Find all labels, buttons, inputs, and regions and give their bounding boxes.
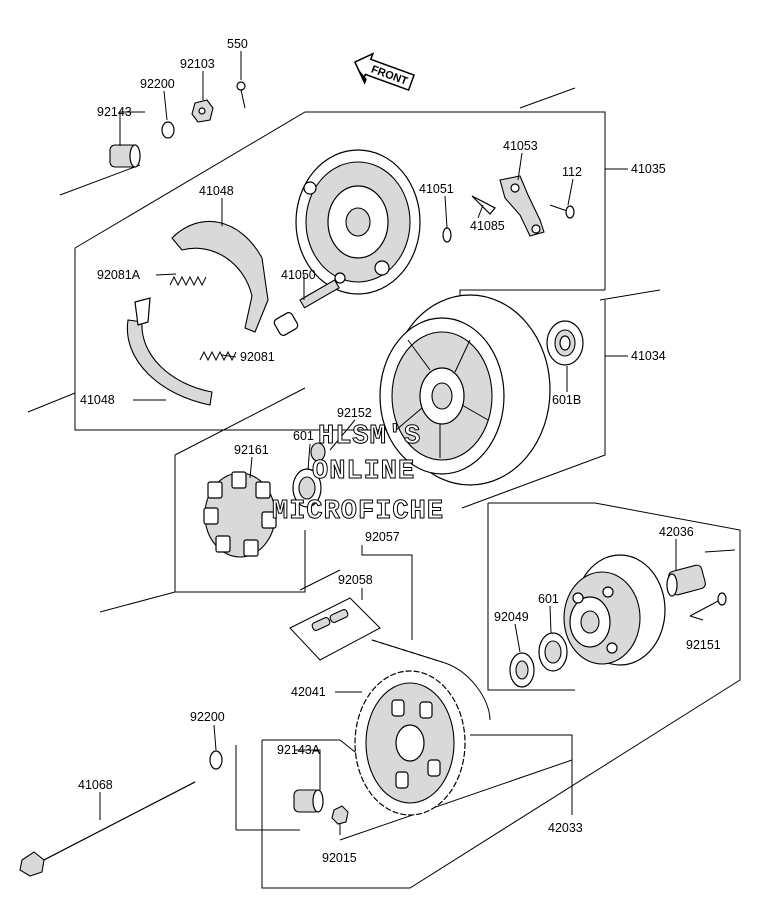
label-92015: 92015 <box>322 851 357 865</box>
chain-part <box>371 639 491 721</box>
indicator-part <box>471 195 496 215</box>
watermark: HLSM'S ONLINE MICROFICHE <box>272 422 444 528</box>
label-41053: 41053 <box>503 139 538 153</box>
washer-part <box>161 121 175 139</box>
label-92152: 92152 <box>337 406 372 420</box>
spring-92081a-part <box>169 275 207 287</box>
label-92161: 92161 <box>234 443 269 457</box>
bolt-92151-part <box>689 592 727 617</box>
cotter-pin-part <box>236 81 246 109</box>
axle-part <box>19 781 196 877</box>
label-92057: 92057 <box>365 530 400 544</box>
group-outlines <box>27 87 741 889</box>
bearing-601-part <box>292 468 322 508</box>
label-92081: 92081 <box>240 350 275 364</box>
collar-92143a-part <box>293 789 324 813</box>
bolt-112-part <box>549 204 575 219</box>
label-41035: 41035 <box>631 162 666 176</box>
watermark-line-1: HLSM'S <box>318 422 421 452</box>
castle-nut-part <box>191 99 214 123</box>
hub-part <box>563 554 666 666</box>
brake-cam-part <box>273 279 340 336</box>
label-41068: 41068 <box>78 778 113 792</box>
watermark-line-3: MICROFICHE <box>272 497 444 527</box>
label-92200-lower: 92200 <box>190 710 225 724</box>
label-41050: 41050 <box>281 268 316 282</box>
brake-panel-part <box>295 149 421 295</box>
seal-part <box>442 227 452 243</box>
label-41048-upper: 41048 <box>199 184 234 198</box>
label-92081a: 92081A <box>97 268 141 282</box>
callout-labels: 550 92103 92200 92143 41053 112 41035 41… <box>78 37 721 865</box>
label-92058: 92058 <box>338 573 373 587</box>
label-550: 550 <box>227 37 248 51</box>
label-41051: 41051 <box>419 182 454 196</box>
label-41085: 41085 <box>470 219 505 233</box>
brake-shoe-upper-part <box>171 220 269 333</box>
label-601b: 601B <box>552 393 581 407</box>
label-92200-upper: 92200 <box>140 77 175 91</box>
leader-lines <box>99 51 704 835</box>
label-112: 112 <box>562 165 582 179</box>
label-92143: 92143 <box>97 105 132 119</box>
cam-lever-part <box>499 175 545 237</box>
collar-part <box>109 144 141 168</box>
front-arrow: FRONT <box>353 52 416 92</box>
wheel-part <box>379 294 551 486</box>
nut-92015-part <box>331 805 349 825</box>
label-92143a: 92143A <box>277 743 321 757</box>
bearing-601b-part <box>546 320 584 366</box>
brake-shoe-lower-part <box>126 297 213 406</box>
collar-92152-part <box>310 442 326 462</box>
washer-lower-part <box>209 750 223 770</box>
label-42041: 42041 <box>291 685 326 699</box>
label-601-hub: 601 <box>538 592 559 606</box>
label-601-wheel: 601 <box>293 429 314 443</box>
label-42033: 42033 <box>548 821 583 835</box>
label-92151: 92151 <box>686 638 721 652</box>
damper-part <box>203 471 277 558</box>
master-link-part <box>289 597 381 661</box>
collar-42036-part <box>666 564 706 597</box>
label-41034: 41034 <box>631 349 666 363</box>
bearing-hub-part <box>538 632 568 672</box>
watermark-line-2: ONLINE <box>312 457 415 487</box>
seal-92049-part <box>509 652 535 688</box>
label-92103: 92103 <box>180 57 215 71</box>
label-42036: 42036 <box>659 525 694 539</box>
sprocket-part <box>354 670 466 816</box>
label-41048-lower: 41048 <box>80 393 115 407</box>
label-92049: 92049 <box>494 610 529 624</box>
